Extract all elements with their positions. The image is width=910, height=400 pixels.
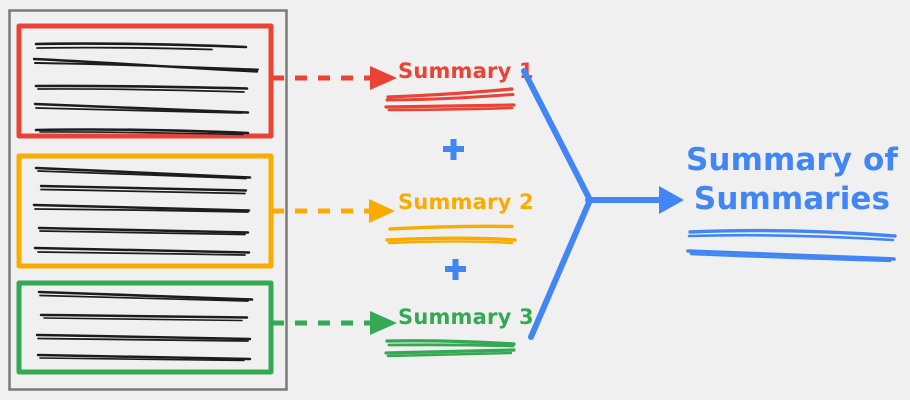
chunk-orange-box[interactable] — [16, 153, 274, 269]
summary-2-label: Summary 2 — [398, 190, 534, 214]
plus-operator-2 — [445, 259, 466, 280]
merge-arrow — [521, 68, 684, 340]
arrow-green-head — [370, 311, 397, 335]
summary-2-block[interactable]: Summary 2 — [385, 190, 534, 245]
final-summary-block[interactable]: Summary of Summaries — [686, 142, 898, 263]
merge-branch-bottom — [528, 197, 593, 340]
source-document — [8, 9, 288, 391]
final-summary-line-2: Summaries — [694, 181, 890, 217]
plus-operator-1 — [443, 139, 464, 160]
chunk-red-text-lines — [32, 42, 259, 136]
summary-2-squiggle — [385, 224, 517, 245]
chunk-orange-text-lines — [32, 166, 252, 256]
source-document-border — [8, 9, 288, 391]
arrow-red-head — [370, 66, 397, 90]
document-chunk-orange[interactable] — [16, 153, 274, 269]
arrow-chunk-red-to-summary-1 — [272, 66, 397, 90]
merge-arrow-head — [659, 186, 684, 214]
summary-3-squiggle — [384, 339, 516, 358]
final-summary-line-1: Summary of — [686, 142, 898, 178]
summary-3-block[interactable]: Summary 3 — [384, 305, 534, 358]
summary-1-squiggle — [384, 87, 516, 112]
arrow-chunk-orange-to-summary-2 — [272, 199, 395, 223]
summary-1-block[interactable]: Summary 1 — [384, 59, 534, 112]
merge-branch-top — [521, 68, 593, 203]
summary-3-label: Summary 3 — [398, 305, 534, 329]
chunk-red-box[interactable] — [16, 23, 274, 139]
summary-1-label: Summary 1 — [398, 59, 534, 83]
chunk-green-text-lines — [35, 290, 254, 362]
document-chunk-green[interactable] — [16, 280, 274, 375]
document-chunk-red[interactable] — [16, 23, 274, 139]
final-summary-squiggle — [686, 228, 897, 263]
chunk-green-box[interactable] — [16, 280, 274, 375]
arrow-orange-head — [369, 199, 395, 223]
arrow-chunk-green-to-summary-3 — [272, 311, 397, 335]
